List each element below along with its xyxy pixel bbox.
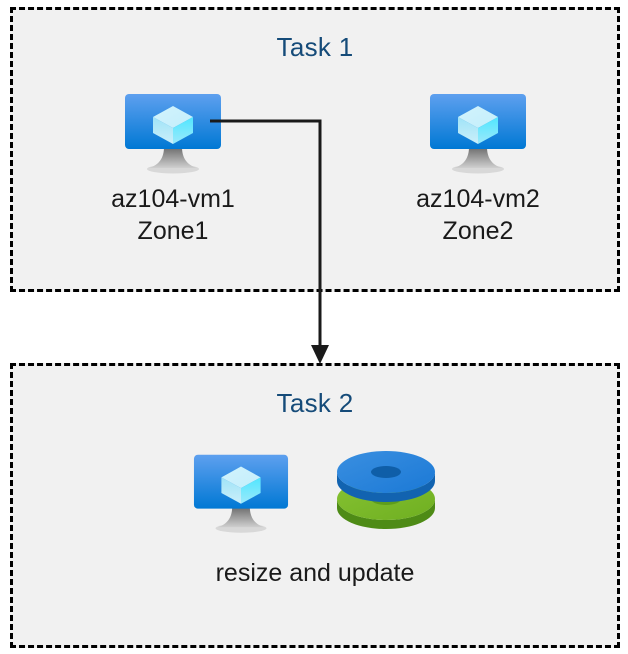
node-az104-vm1[interactable]: az104-vm1 Zone1 bbox=[93, 92, 253, 247]
task-1-container: Task 1 bbox=[10, 7, 620, 292]
node-az104-vm2[interactable]: az104-vm2 Zone2 bbox=[398, 92, 558, 247]
vm1-label: az104-vm1 Zone1 bbox=[111, 185, 235, 245]
virtual-machine-icon[interactable] bbox=[192, 452, 290, 534]
managed-disks-icon[interactable] bbox=[334, 451, 438, 535]
vm2-label: az104-vm2 Zone2 bbox=[416, 185, 540, 245]
vm1-icon-wrap bbox=[123, 92, 223, 174]
task-2-container: Task 2 bbox=[10, 363, 620, 648]
vm2-icon-wrap bbox=[428, 92, 528, 174]
task-1-title: Task 1 bbox=[276, 32, 354, 62]
task-2-title: Task 2 bbox=[276, 388, 354, 418]
virtual-machine-icon bbox=[125, 94, 221, 174]
task-2-icon-row bbox=[13, 451, 617, 535]
arrowhead-icon bbox=[311, 345, 329, 364]
task-2-caption: resize and update bbox=[215, 559, 415, 587]
virtual-machine-icon bbox=[430, 94, 526, 174]
